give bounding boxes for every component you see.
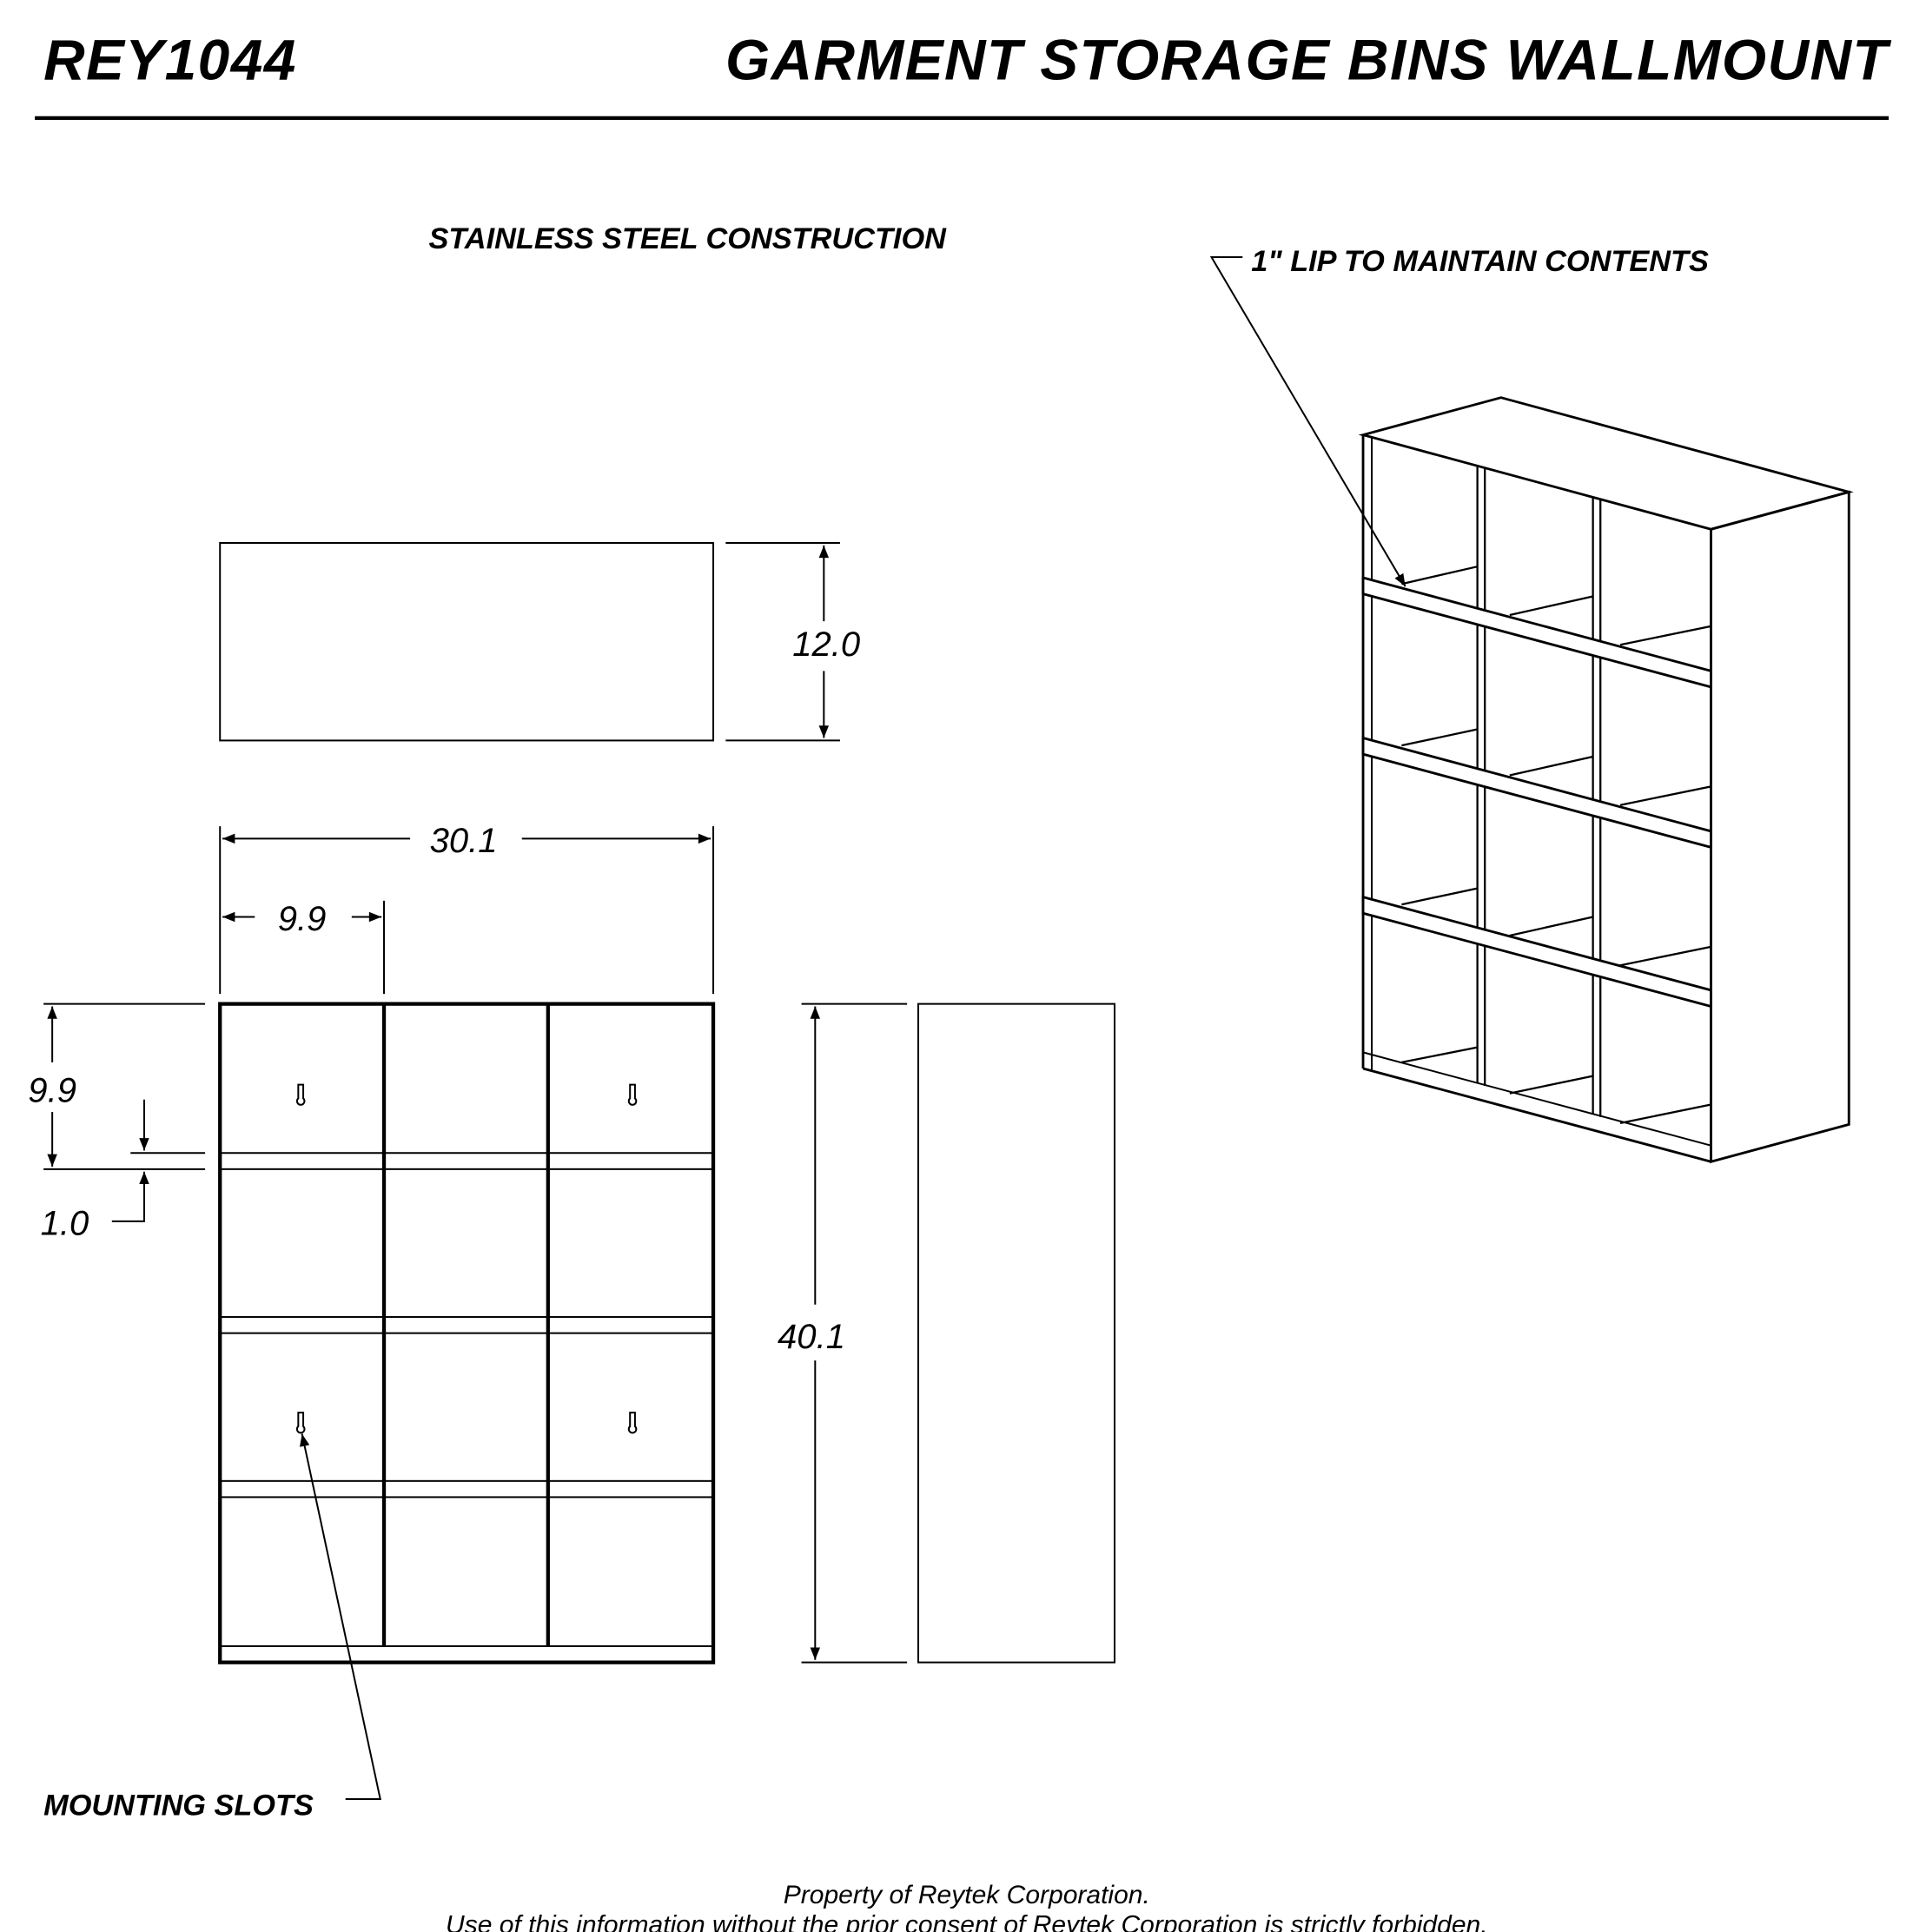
top-view: 12.0 — [219, 542, 860, 742]
keyhole-slot-icon — [627, 1412, 638, 1434]
width-dimension: 30.1 — [430, 822, 498, 860]
lip-note: 1" LIP TO MAINTAIN CONTENTS — [1251, 245, 1709, 278]
overall-height-dimension: 40.1 — [778, 1002, 908, 1664]
height-dimensions-left: 9.9 1.0 — [28, 1002, 206, 1243]
keyhole-slot-icon — [295, 1412, 306, 1434]
bin-height-dimension: 9.9 — [28, 1072, 76, 1110]
keyhole-slot-icon — [627, 1083, 638, 1106]
isometric-view — [1358, 396, 1854, 1164]
keyhole-slot-icon — [295, 1083, 306, 1106]
mounting-leader — [300, 1433, 381, 1800]
footer-property: Property of Reytek Corporation. — [784, 1881, 1150, 1909]
height-dimension: 40.1 — [778, 1318, 845, 1356]
part-number: REY1044 — [43, 28, 297, 92]
front-view — [218, 1002, 716, 1664]
depth-dimension: 12.0 — [792, 625, 860, 664]
drawing-title: GARMENT STORAGE BINS WALLMOUNT — [725, 28, 1891, 92]
material-note: STAINLESS STEEL CONSTRUCTION — [429, 222, 948, 255]
lip-leader — [1209, 256, 1406, 587]
side-view — [917, 1002, 1115, 1664]
lip-height-dimension: 1.0 — [41, 1205, 89, 1243]
footer-disclaimer: Use of this information without the prio… — [446, 1910, 1488, 1932]
mounting-note: MOUNTING SLOTS — [43, 1790, 314, 1823]
bin-width-dimension: 9.9 — [278, 900, 327, 938]
width-dimensions: 30.1 9.9 — [219, 822, 715, 995]
